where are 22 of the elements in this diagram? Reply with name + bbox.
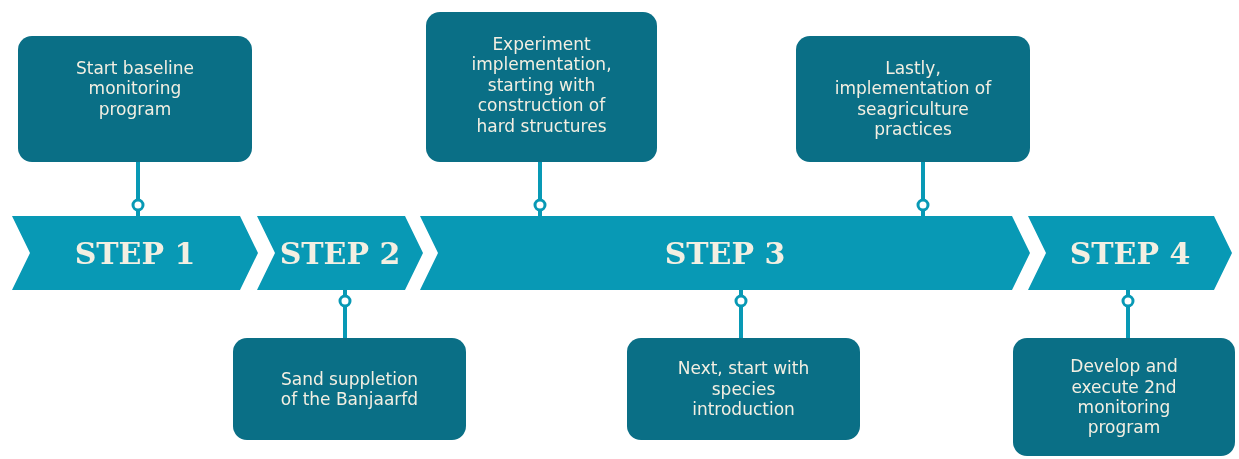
step-label: STEP 1 <box>74 235 196 271</box>
callout-text: Develop and execute 2nd monitoring program <box>1069 356 1179 438</box>
step-label: STEP 2 <box>279 235 401 271</box>
callout-text: Sand suppletion of the Banjaarfd <box>279 368 420 410</box>
step-label: STEP 4 <box>1069 235 1191 271</box>
callout-text: Next, start with species introduction <box>676 358 811 420</box>
connector-line <box>338 290 352 338</box>
connector-line <box>734 290 748 338</box>
callout-box <box>627 338 860 440</box>
callout-box <box>18 36 252 162</box>
callout-box <box>796 36 1030 162</box>
connector-line <box>916 162 930 216</box>
connector-line <box>1121 290 1135 338</box>
callout-box <box>1013 338 1235 456</box>
callout-text: Start baseline monitoring program <box>74 58 196 120</box>
step-label: STEP 3 <box>664 235 786 271</box>
callout-text: Lastly, implementation of seagriculture practices <box>834 58 992 140</box>
callout-box <box>426 12 657 162</box>
callout-box <box>233 338 466 440</box>
connector-line <box>533 162 547 216</box>
connector-line <box>131 162 145 216</box>
callout-text: Experiment implementation, starting with construction of hard structures <box>470 34 613 136</box>
